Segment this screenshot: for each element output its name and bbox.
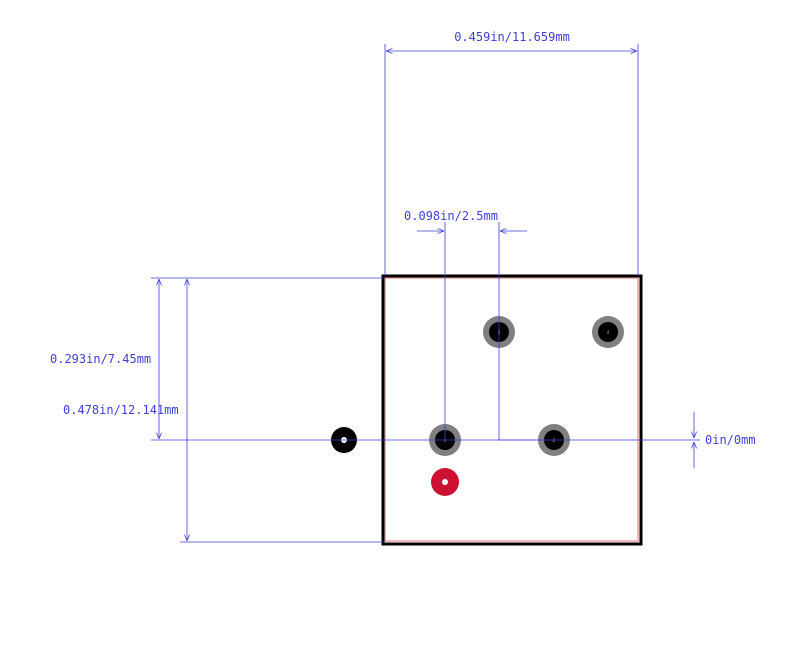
pads: 1 2 3 4	[331, 316, 624, 496]
pin1-marker	[431, 468, 459, 496]
height-to-pin-label: 0.293in/7.45mm	[50, 352, 151, 366]
component-body	[381, 274, 643, 546]
pad-2-label: 2	[553, 438, 556, 443]
package-outline	[381, 274, 643, 546]
overall-width-label: 0.459in/11.659mm	[454, 30, 570, 44]
pad-1-label: 1	[444, 438, 447, 443]
pad-4-label: 4	[607, 330, 610, 335]
pitch-label: 0.098in/2.5mm	[404, 209, 498, 223]
overall-height-label: 0.478in/12.141mm	[63, 403, 179, 417]
pad-4[interactable]: 4	[592, 316, 624, 348]
dimension-labels: 0.459in/11.659mm 0.098in/2.5mm 0.293in/7…	[50, 30, 756, 447]
dimension-lines	[151, 44, 700, 543]
courtyard-outline	[384, 277, 639, 542]
zero-offset-label: 0in/0mm	[705, 433, 756, 447]
